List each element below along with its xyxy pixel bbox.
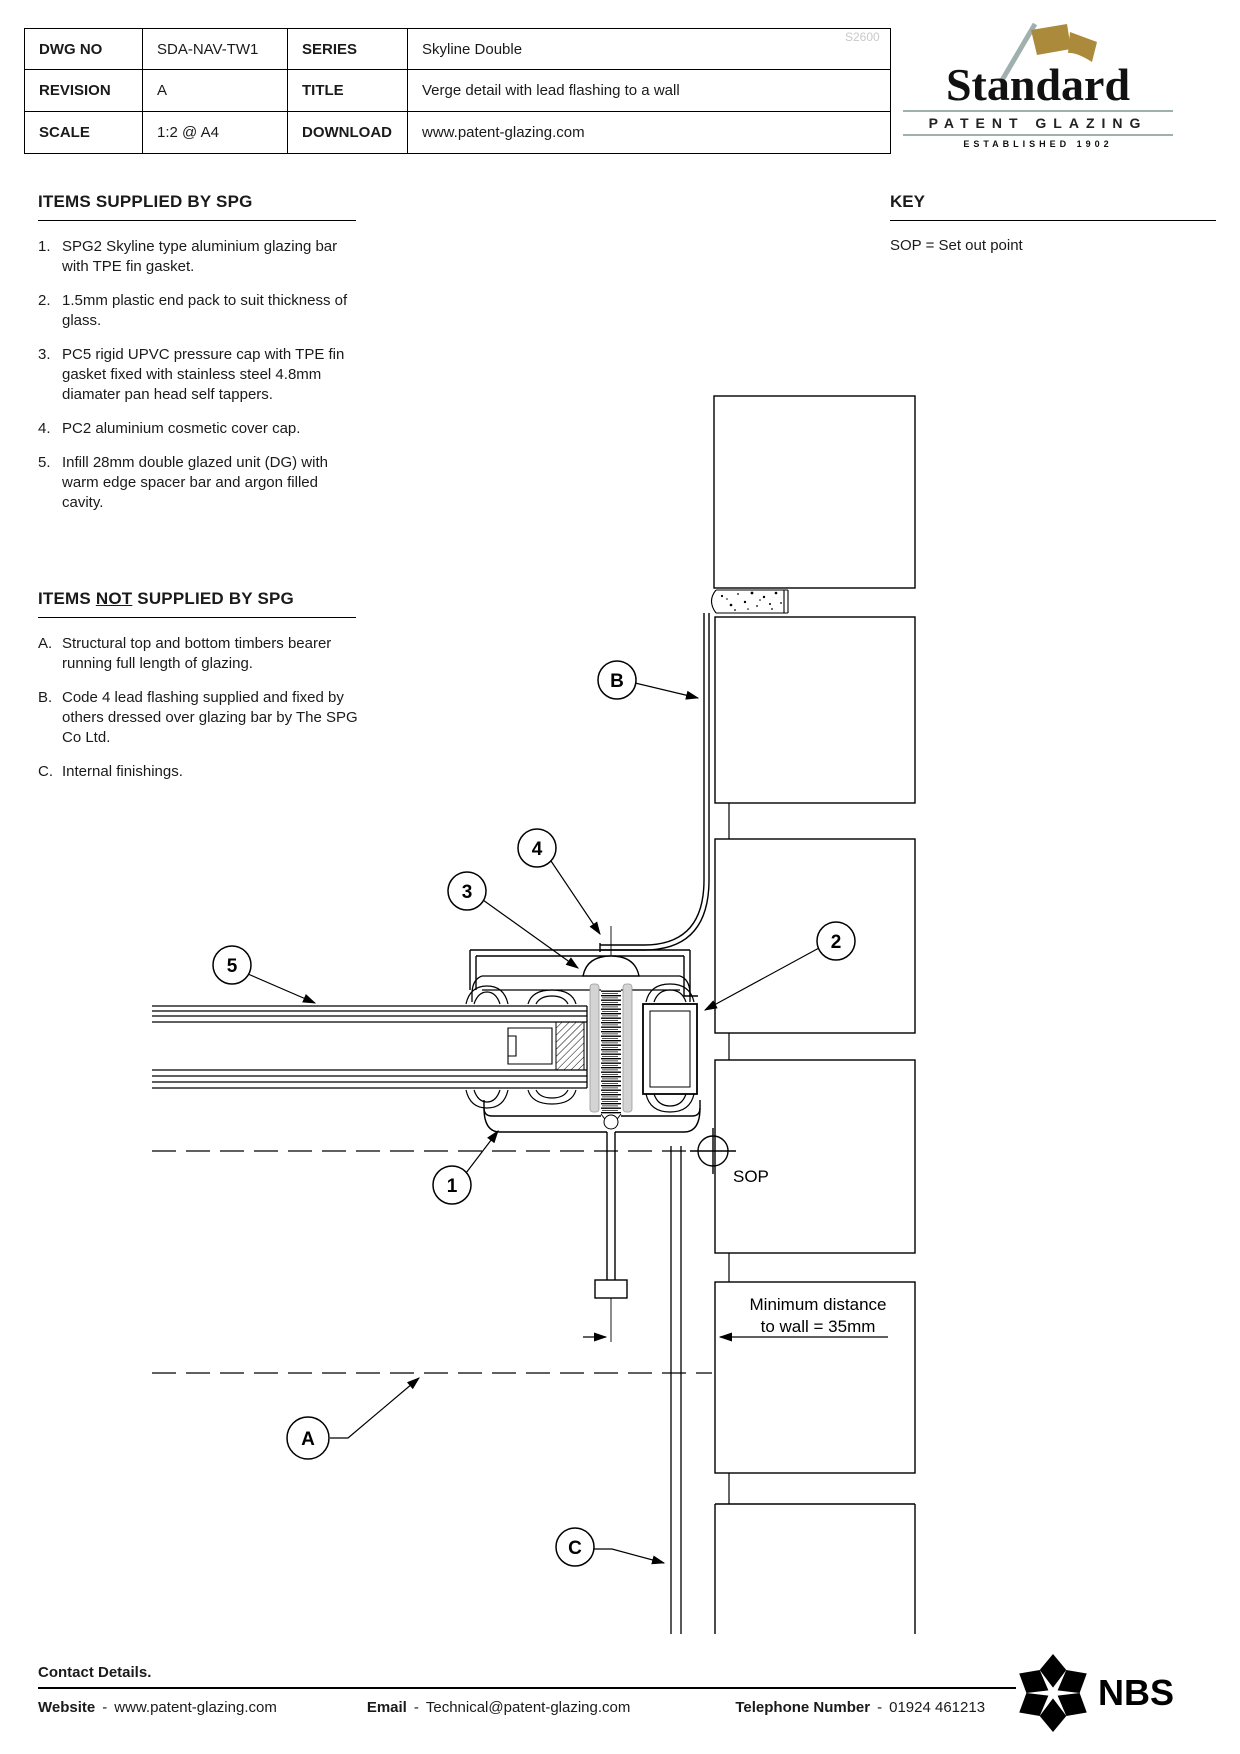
series-label: SERIES [288,29,408,71]
download-label: DOWNLOAD [288,111,408,153]
mortar-joint [710,589,789,614]
cover-cap [469,949,698,997]
list-item: C. Internal finishings. [38,763,183,780]
screw-tip [600,1113,622,1130]
scale-value: 1:2 @ A4 [143,111,288,153]
wall-bricks [713,395,916,1634]
list-item: B. Code 4 lead flashing supplied and fix… [38,689,358,746]
heading-rule [38,617,356,618]
title-block: DWG NO SDA-NAV-TW1 SERIES Skyline Double… [24,28,891,154]
heading-rule [890,220,1216,221]
svg-text:1: 1 [447,1176,458,1197]
company-logo: Standard PATENT GLAZING ESTABLISHED 1902 [903,22,1173,164]
dwg-no-label: DWG NO [25,29,143,71]
sop-label: SOP [733,1167,769,1186]
nbs-pinwheel-icon [1019,1654,1087,1732]
svg-text:B: B [610,671,624,692]
glass-unit [152,1005,588,1089]
logo-name: Standard [945,59,1131,110]
nbs-label: NBS [1097,1672,1174,1713]
website-url: www.patent-glazing.com [114,1699,277,1716]
screw-shank [601,990,621,1114]
mortar-speckle [720,591,782,611]
balloon-C: C [555,1527,595,1567]
setting-block [507,1027,553,1065]
scale-label: SCALE [25,111,143,153]
not-supplied-heading: ITEMS NOT SUPPLIED BY SPG [38,589,294,608]
list-item: 5. Infill 28mm double glazed unit (DG) w… [38,454,328,511]
contact-footer: Contact Details. Website - www.patent-gl… [38,1654,1202,1732]
download-value: www.patent-glazing.com [422,123,585,141]
svg-text:4: 4 [532,839,543,860]
nbs-logo: NBS [1014,1650,1174,1736]
dwg-no-value: SDA-NAV-TW1 [143,29,288,71]
balloons: 1 2 3 4 5 A B C [212,660,856,1567]
footer-rule [38,1687,1016,1689]
notes-column: ITEMS SUPPLIED BY SPG 1. SPG2 Skyline ty… [38,192,368,796]
phone-number: 01924 461213 [889,1699,986,1716]
revision-value: A [143,70,288,112]
key-entry: SOP = Set out point [890,237,1023,254]
end-pack [642,1003,698,1095]
balloon-1: 1 [432,1165,472,1205]
list-item: 3. PC5 rigid UPVC pressure cap with TPE … [38,346,345,403]
email-address: Technical@patent-glazing.com [425,1699,631,1716]
svg-text:2: 2 [831,932,842,953]
title-label: TITLE [288,70,408,112]
dashed-lines [152,1150,712,1374]
supplied-heading: ITEMS SUPPLIED BY SPG [38,192,253,211]
spacer-bar [555,1021,585,1071]
pressure-cap [471,975,691,1002]
balloon-5: 5 [212,945,252,985]
flag-icon [998,22,1097,84]
balloon-A: A [286,1416,330,1460]
sop-marker [690,1128,736,1174]
website-entry: Website - www.patent-glazing.com [38,1699,277,1716]
svg-text:3: 3 [462,882,473,903]
contact-heading: Contact Details. [38,1664,152,1681]
svg-text:C: C [568,1538,582,1559]
series-value: Skyline Double [408,29,890,71]
list-item: 2. 1.5mm plastic end pack to suit thickn… [38,292,348,329]
internal-finish [670,1146,682,1634]
balloon-leaders [247,682,820,1565]
phone-entry: Telephone Number - 01924 461213 [735,1699,986,1716]
balloon-4: 4 [517,828,557,868]
key-block: KEY SOP = Set out point [890,192,1220,254]
balloon-3: 3 [447,871,487,911]
gaskets [465,983,695,1113]
balloon-2: 2 [816,921,856,961]
key-heading: KEY [890,192,925,211]
email-entry: Email - Technical@patent-glazing.com [366,1699,631,1716]
revision-label: REVISION [25,70,143,112]
sheet-code-watermark: S2600 [845,30,880,44]
screw-channel [589,983,633,1113]
svg-text:5: 5 [227,956,238,977]
list-item: A. Structural top and bottom timbers bea… [38,635,332,672]
min-distance-line2: to wall = 35mm [761,1317,876,1336]
list-item: 1. SPG2 Skyline type aluminium glazing b… [38,238,338,275]
glazing-bar [483,1100,701,1299]
logo-subtitle: PATENT GLAZING [903,110,1173,136]
screw-head [582,955,640,977]
logo-established: ESTABLISHED 1902 [963,139,1113,149]
min-distance-line1: Minimum distance [750,1295,887,1314]
heading-rule [38,220,356,221]
list-item: 4. PC2 aluminium cosmetic cover cap. [38,420,301,437]
svg-text:A: A [301,1429,315,1450]
title-value: Verge detail with lead flashing to a wal… [408,70,890,112]
balloon-B: B [597,660,637,700]
